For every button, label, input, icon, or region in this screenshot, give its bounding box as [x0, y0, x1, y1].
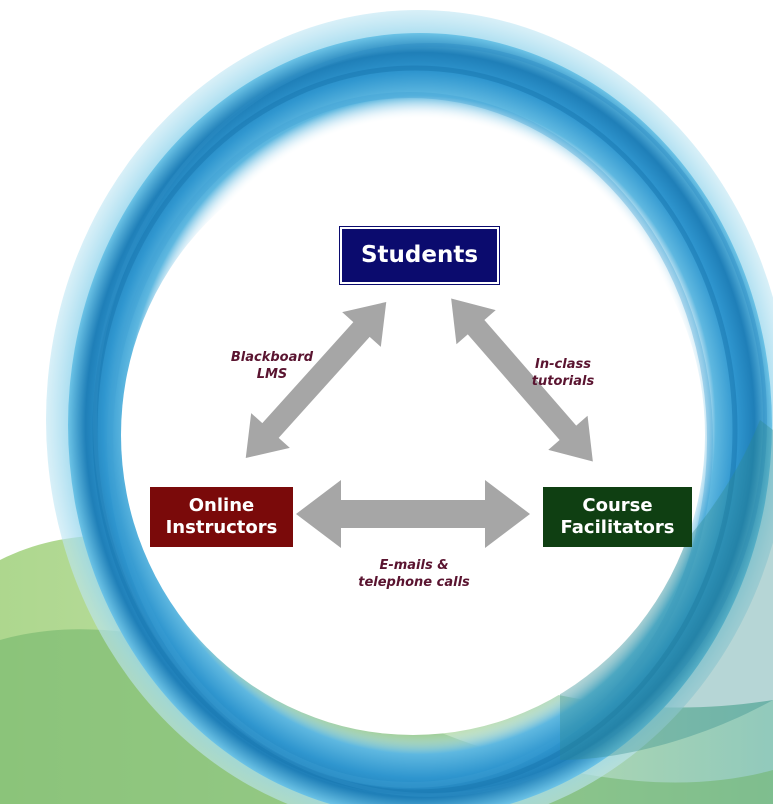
arrow-students-facilitators [451, 298, 593, 462]
edge-label-emails-telephone-line2: telephone calls [358, 574, 470, 590]
online-instructors-label-line2: Instructors [165, 517, 278, 538]
edge-label-in-class-tutorials-line1: In-class [535, 357, 591, 372]
arrows-group [245, 298, 593, 548]
online-instructors-label-line1: Online [188, 495, 255, 517]
online-instructors-node: Online Instructors [150, 487, 293, 547]
white-center-circle [121, 135, 705, 735]
edge-label-emails-telephone: E-mails & telephone calls [344, 558, 484, 592]
arrow-instructors-facilitators [296, 480, 530, 548]
edge-label-blackboard-lms: Blackboard LMS [222, 350, 322, 384]
course-facilitators-label-line2: Facilitators [560, 517, 675, 538]
students-label: Students [360, 241, 479, 268]
arrow-students-instructors [245, 301, 387, 459]
edge-label-emails-telephone-line1: E-mails & [379, 558, 449, 573]
edge-label-in-class-tutorials: In-class tutorials [518, 357, 608, 391]
students-node: Students [339, 226, 500, 285]
course-facilitators-node: Course Facilitators [543, 487, 692, 547]
edge-label-blackboard-lms-line2: LMS [256, 366, 288, 382]
course-facilitators-label-line1: Course [582, 495, 653, 517]
edge-label-in-class-tutorials-line2: tutorials [531, 373, 595, 389]
edge-label-blackboard-lms-line1: Blackboard [230, 350, 314, 365]
